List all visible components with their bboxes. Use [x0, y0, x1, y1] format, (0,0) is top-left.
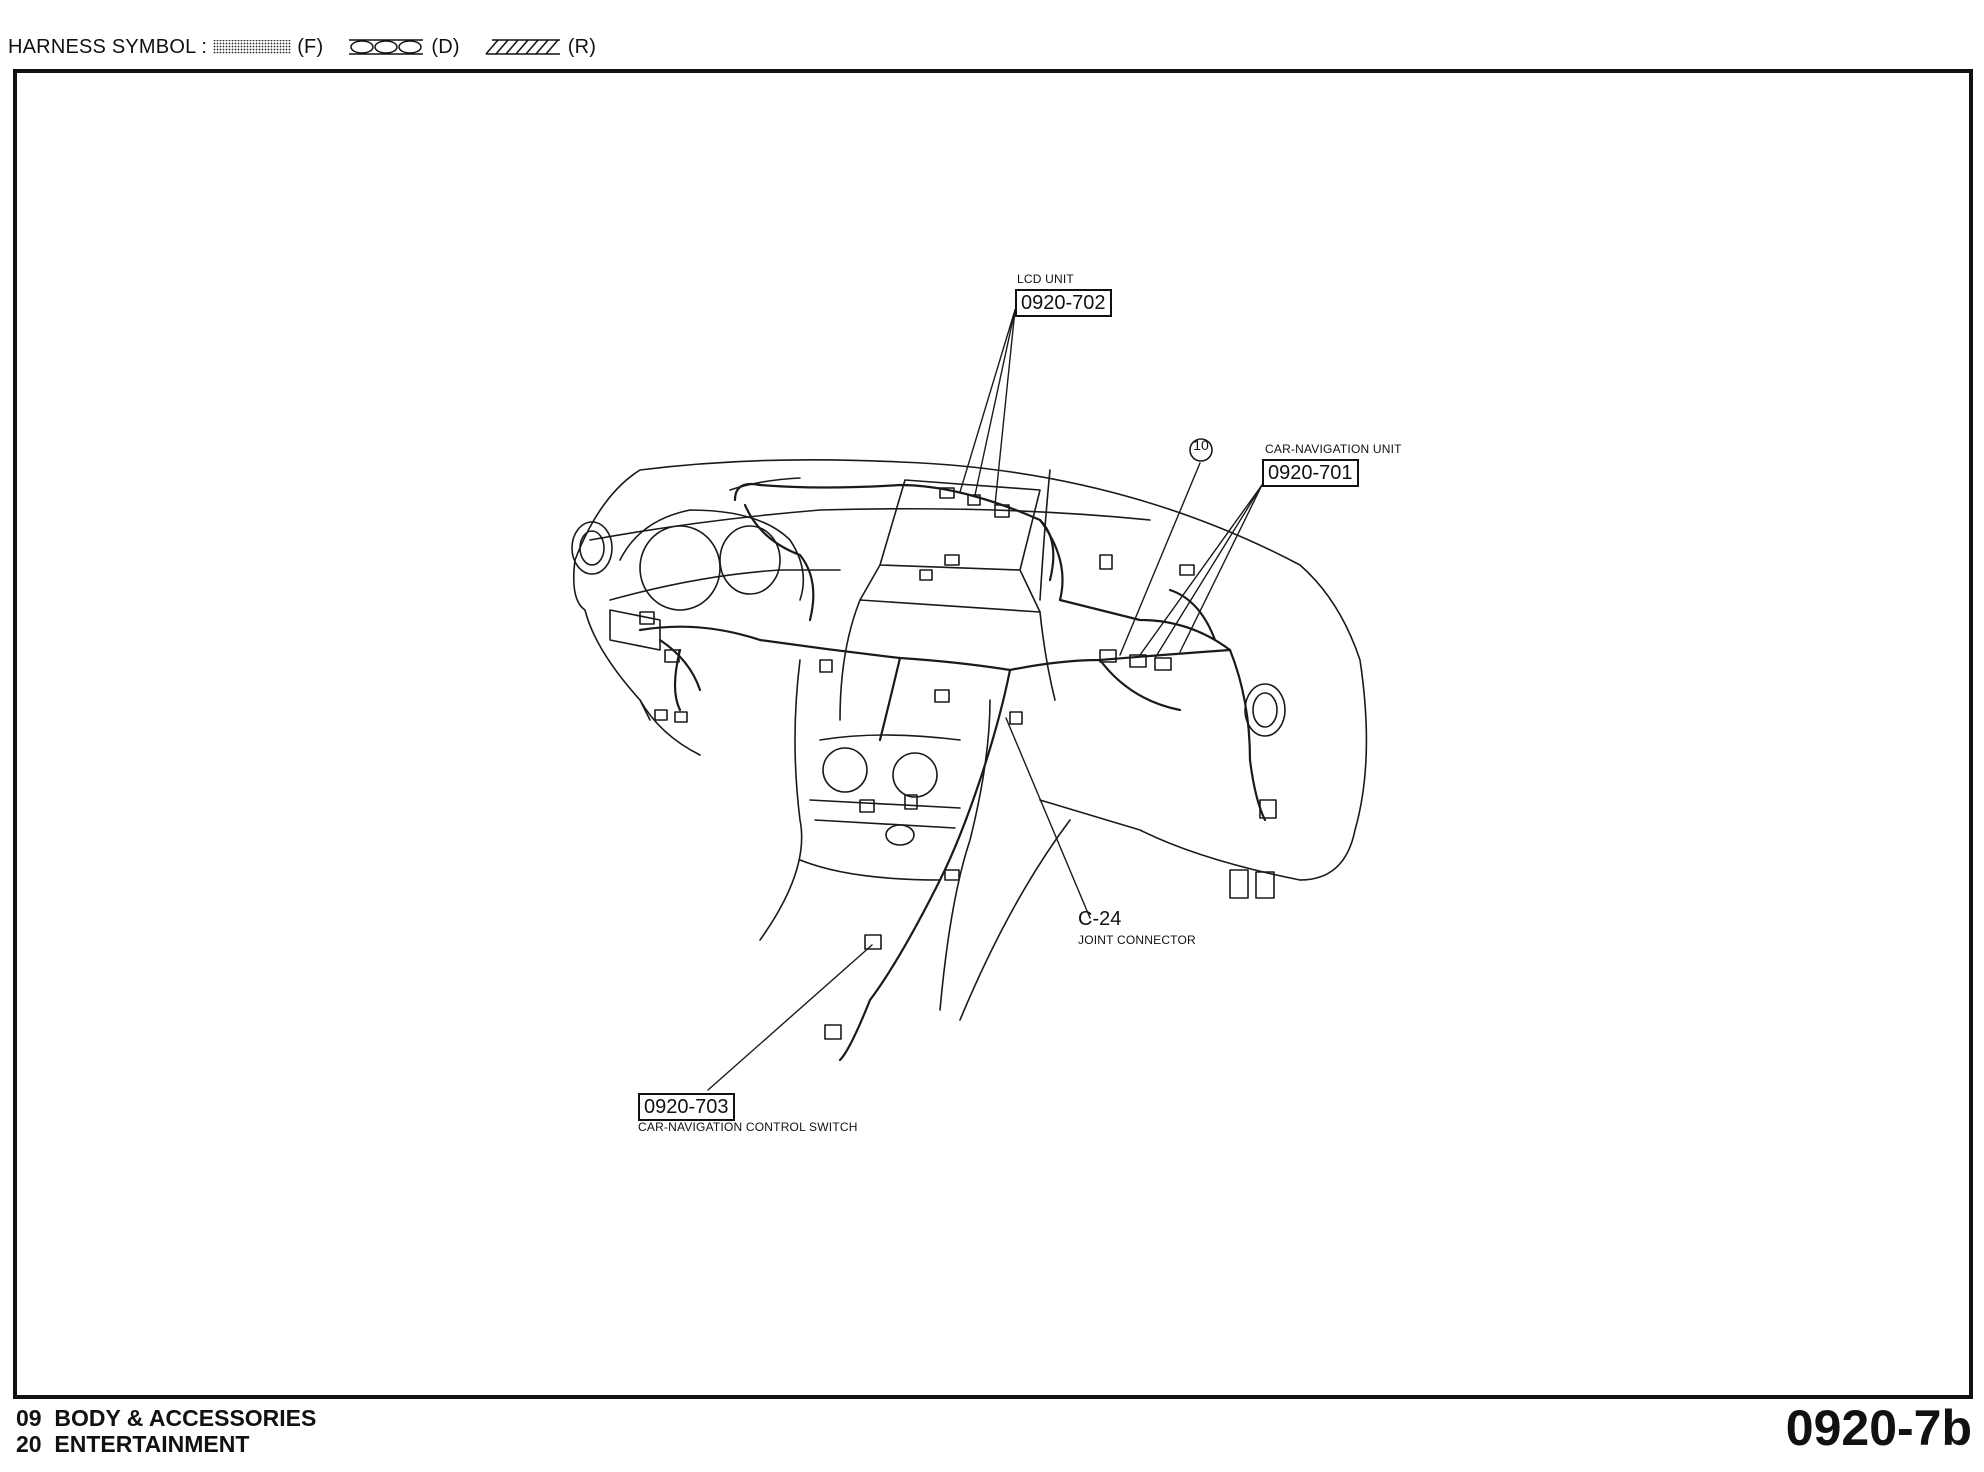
- circles-icon: [349, 39, 424, 55]
- nav-switch-code[interactable]: 0920-703: [638, 1093, 735, 1121]
- dashboard-outline: [572, 458, 1368, 881]
- section-line-2: 20 ENTERTAINMENT: [16, 1431, 250, 1457]
- lcd-unit-code[interactable]: 0920-702: [1015, 289, 1112, 317]
- leader-lines: [707, 309, 1263, 1091]
- page-code: 0920-7b: [1785, 1400, 1972, 1456]
- joint-connector-code: C-24: [1078, 908, 1122, 930]
- nav-unit-label: CAR-NAVIGATION UNIT: [1265, 442, 1402, 456]
- section-heading: 09 BODY & ACCESSORIES 20 ENTERTAINMENT: [16, 1405, 316, 1457]
- left-vent: [571, 521, 613, 575]
- nav-unit-code[interactable]: 0920-701: [1262, 459, 1359, 487]
- diagram-frame: [13, 69, 1973, 1399]
- section-line-1: 09 BODY & ACCESSORIES: [16, 1405, 317, 1431]
- harness-symbol-legend: HARNESS SYMBOL : (F) (D) (R): [8, 34, 614, 60]
- legend-code-f: (F): [297, 35, 324, 58]
- legend-code-r: (R): [567, 35, 597, 58]
- joint-connector-label: JOINT CONNECTOR: [1078, 933, 1196, 947]
- harness-wiring: [638, 482, 1267, 1062]
- right-vent: [1244, 683, 1286, 737]
- legend-title: HARNESS SYMBOL :: [8, 35, 208, 58]
- dotted-fill-icon: [213, 40, 292, 54]
- nav-switch-label: CAR-NAVIGATION CONTROL SWITCH: [638, 1120, 858, 1134]
- center-console: [759, 659, 1071, 1021]
- ref-circle-number: 10: [1193, 437, 1209, 453]
- hatch-icon: [485, 39, 560, 55]
- lcd-unit-label: LCD UNIT: [1017, 272, 1074, 286]
- ref-circle-shape: [1189, 438, 1213, 462]
- instrument-cluster: [609, 509, 805, 651]
- connectors: [639, 487, 1277, 1040]
- legend-code-d: (D): [431, 35, 460, 58]
